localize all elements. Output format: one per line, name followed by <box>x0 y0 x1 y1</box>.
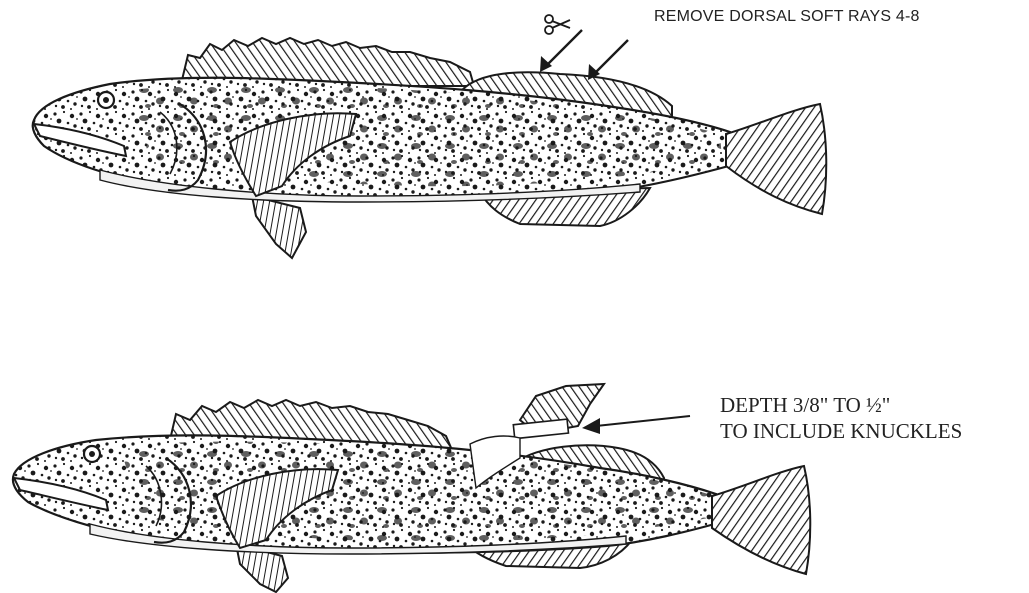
scissors-icon <box>545 15 570 34</box>
caudal-fin <box>726 104 826 214</box>
pelvic-fin <box>252 196 306 258</box>
instruction-depth: DEPTH 3/8" TO ½" TO INCLUDE KNUCKLES <box>720 392 962 444</box>
arrow-icon <box>540 30 582 72</box>
arrow-icon <box>582 416 690 434</box>
fish-top <box>33 38 827 258</box>
pupil <box>103 97 109 103</box>
instruction-depth-line1: DEPTH 3/8" TO ½" <box>720 392 962 418</box>
fish-bottom <box>13 384 810 592</box>
pupil <box>89 451 95 457</box>
caudal-fin <box>712 466 810 574</box>
instruction-depth-line2: TO INCLUDE KNUCKLES <box>720 418 962 444</box>
instruction-remove-rays: REMOVE DORSAL SOFT RAYS 4-8 <box>654 8 920 26</box>
arrow-icon <box>588 40 628 80</box>
